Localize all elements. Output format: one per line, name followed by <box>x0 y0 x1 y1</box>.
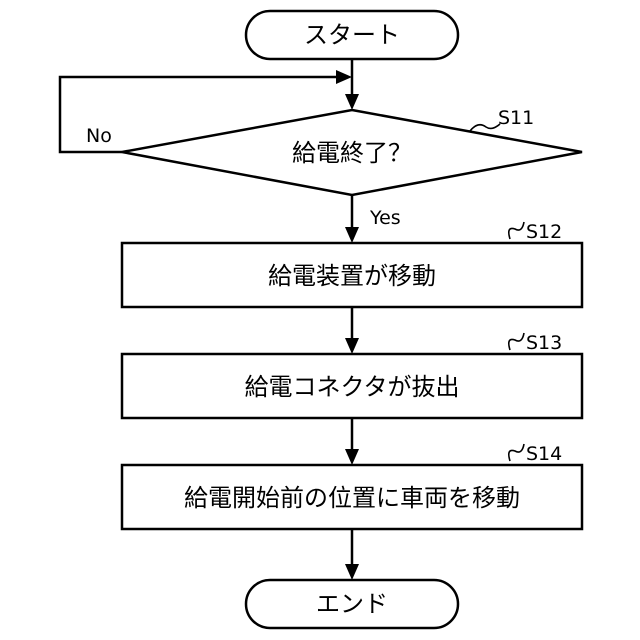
process-step-s12-label: 給電装置が移動 <box>268 262 436 290</box>
process-step-s14-label: 給電開始前の位置に車両を移動 <box>184 484 520 512</box>
step-s13-leader <box>509 333 524 350</box>
step-s14-leader <box>509 444 524 461</box>
step-s12-leader <box>509 222 524 239</box>
arrowhead-s12-to-s13 <box>345 338 359 354</box>
start-terminal: スタート <box>246 11 458 59</box>
decision-label: 給電終了？ <box>292 139 412 167</box>
end-terminal-label: エンド <box>316 590 388 618</box>
decision-node: 給電終了？ S11 <box>122 107 582 195</box>
arrowhead-decision-to-s12 <box>345 227 359 243</box>
step-s14-id: S14 <box>526 443 562 465</box>
step-s11-id: S11 <box>498 107 534 129</box>
yes-label: Yes <box>369 207 401 229</box>
step-s13-id: S13 <box>526 332 562 354</box>
arrowhead-s13-to-s14 <box>345 449 359 465</box>
step-s12-id: S12 <box>526 221 562 243</box>
end-terminal: エンド <box>246 580 458 628</box>
no-label: No <box>86 125 112 147</box>
arrowhead-start-to-decision <box>345 94 359 110</box>
step-s11-leader <box>470 124 500 131</box>
process-step-s13-label: 給電コネクタが抜出 <box>244 373 459 401</box>
start-terminal-label: スタート <box>304 21 400 49</box>
arrowhead-s14-to-end <box>345 564 359 580</box>
no-loop-arrowhead <box>336 70 352 84</box>
